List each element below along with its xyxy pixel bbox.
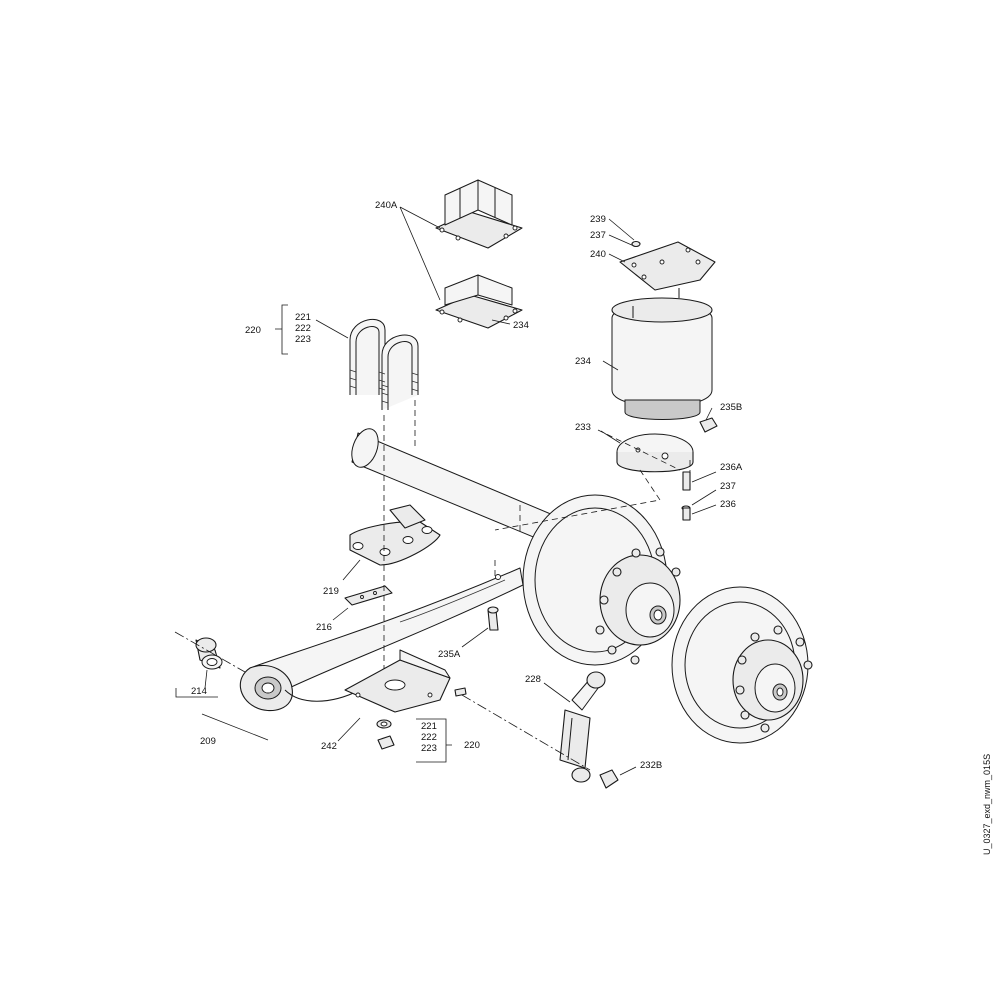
assembly-lines	[494, 429, 691, 531]
bottom-bracket	[344, 649, 451, 713]
label-228: 228	[525, 674, 541, 685]
label-209: 209	[200, 736, 216, 747]
brake-drum	[522, 494, 681, 666]
wheel-studs	[595, 547, 681, 665]
label-234-bellows: 234	[575, 356, 591, 367]
drawing-id: U_0327_exd_nwm_015S	[982, 754, 992, 855]
label-221-bottom: 221	[421, 721, 437, 732]
label-234-bracket: 234	[513, 320, 529, 331]
label-223-bottom: 223	[421, 743, 437, 754]
label-214: 214	[191, 686, 207, 697]
axle-seat	[349, 504, 441, 566]
shock-absorber	[461, 671, 619, 789]
label-237-bottom: 237	[720, 481, 736, 492]
fasteners	[376, 417, 718, 750]
part-labels: 240A 234 239 237 240 234 220 221 222 223…	[191, 200, 743, 771]
wheel-studs	[735, 625, 813, 733]
label-240: 240	[590, 249, 606, 260]
bush	[174, 631, 246, 673]
label-216: 216	[316, 622, 332, 633]
label-223-top: 223	[295, 334, 311, 345]
trailing-arm	[239, 567, 524, 712]
label-220-top: 220	[245, 325, 261, 336]
spacer-plate	[344, 585, 393, 606]
air-spring-bellows	[611, 288, 713, 420]
label-219: 219	[323, 586, 339, 597]
label-233: 233	[575, 422, 591, 433]
air-spring-top-plate	[619, 240, 716, 291]
label-235A: 235A	[438, 649, 461, 660]
label-236: 236	[720, 499, 736, 510]
label-221-top: 221	[295, 312, 311, 323]
label-222-top: 222	[295, 323, 311, 334]
label-242: 242	[321, 741, 337, 752]
axle-beam	[351, 428, 566, 600]
label-232B: 232B	[640, 760, 662, 771]
label-236A: 236A	[720, 462, 743, 473]
brake-disc	[671, 586, 813, 744]
label-240A: 240A	[375, 200, 398, 211]
u-bolts	[349, 319, 419, 700]
label-237-top: 237	[590, 230, 606, 241]
label-239: 239	[590, 214, 606, 225]
piston-plate	[616, 433, 694, 473]
label-235B: 235B	[720, 402, 742, 413]
leader-lines	[175, 206, 717, 776]
label-222-bottom: 222	[421, 732, 437, 743]
label-220-bottom: 220	[464, 740, 480, 751]
upper-bracket	[435, 179, 523, 329]
